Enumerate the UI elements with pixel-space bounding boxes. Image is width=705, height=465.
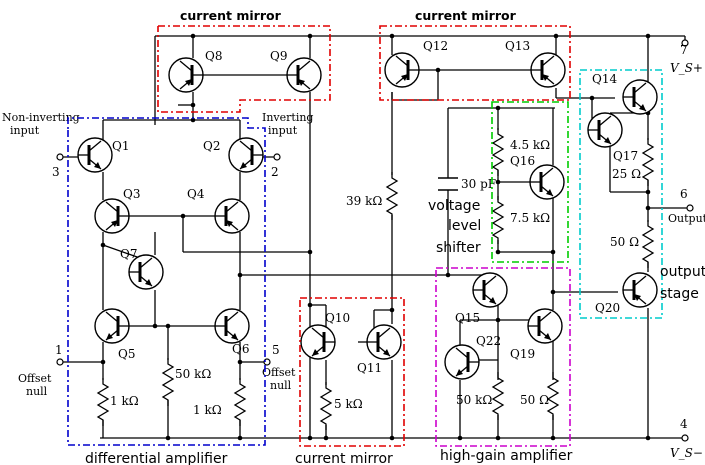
transistor-q15 [471, 271, 509, 309]
pin-2-number: 2 [271, 165, 279, 179]
high-gain-amplifier-label: high-gain amplifier [440, 448, 573, 464]
label-q13: Q13 [505, 39, 530, 53]
pin-3-number: 3 [52, 165, 60, 179]
functional-blocks: current mirror current mirror differenti… [67, 8, 705, 465]
transistor-q9 [285, 56, 323, 94]
label-q9: Q9 [270, 49, 287, 63]
transistor-q19 [526, 307, 564, 345]
label-r-50-hg: 50 Ω [520, 393, 549, 407]
label-r-39k: 39 kΩ [346, 194, 382, 208]
label-q5: Q5 [118, 347, 135, 361]
label-r-5k: 5 kΩ [334, 397, 363, 411]
transistor-labels: Q8 Q9 Q1 Q2 Q3 Q4 Q7 Q5 Q6 Q10 Q11 Q12 Q… [112, 39, 638, 375]
label-r-50k-hg: 50 kΩ [456, 393, 492, 407]
current-mirror-q12-q13-box [379, 25, 571, 101]
vs-plus-label: V_S+ [670, 61, 703, 75]
transistor-q12 [383, 51, 421, 89]
differential-amplifier-box [67, 117, 266, 446]
label-r-1k-left: 1 kΩ [110, 394, 139, 408]
transistor-q3 [93, 197, 131, 235]
inverting-input-label-2: input [268, 124, 298, 137]
transistor-q14 [621, 78, 659, 116]
pin-5-number: 5 [272, 343, 280, 357]
transistor-q16 [528, 163, 566, 201]
transistor-q8 [167, 56, 205, 94]
inverting-input-label: Inverting [262, 111, 313, 124]
pin-1-number: 1 [55, 343, 63, 357]
voltage-level-shifter-label-3: shifter [436, 240, 481, 256]
label-q7: Q7 [120, 247, 137, 261]
transistor-q11 [365, 323, 403, 361]
current-mirror-q10-q11-box [299, 297, 405, 447]
label-q22: Q22 [476, 334, 501, 348]
label-r-50-out: 50 Ω [610, 235, 639, 249]
circuit-wiring [62, 36, 688, 438]
component-values: 39 kΩ 4.5 kΩ 7.5 kΩ 25 Ω 50 Ω 50 kΩ 1 kΩ… [110, 138, 641, 417]
transistor-q20 [621, 271, 659, 309]
junction-dots [100, 33, 651, 441]
label-r-4-5k: 4.5 kΩ [510, 138, 550, 152]
transistor-q6 [213, 307, 251, 345]
offset-null-5-label: Offset [262, 366, 296, 379]
transistor-q22 [443, 343, 481, 381]
label-capacitor: 30 pF [461, 177, 496, 191]
current-mirror-top-right-label: current mirror [415, 8, 517, 23]
transistor-q13 [529, 51, 567, 89]
noninverting-input-label: Non-inverting [2, 111, 80, 124]
label-r-7-5k: 7.5 kΩ [510, 211, 550, 225]
label-q1: Q1 [112, 139, 129, 153]
current-mirror-bottom-label: current mirror [295, 451, 393, 465]
label-q2: Q2 [203, 139, 220, 153]
label-q16: Q16 [510, 154, 535, 168]
label-r-50k-mid: 50 kΩ [175, 367, 211, 381]
transistor-q5 [93, 307, 131, 345]
output-label: Output [668, 212, 705, 225]
label-q4: Q4 [187, 187, 205, 201]
transistor-q17 [586, 111, 624, 149]
label-q19: Q19 [510, 347, 535, 361]
output-stage-box [579, 69, 663, 319]
high-gain-amplifier-box [435, 267, 571, 447]
transistor-q1 [76, 136, 114, 174]
label-r-1k-right: 1 kΩ [193, 403, 222, 417]
pin-7-number: 7 [680, 43, 688, 57]
label-q17: Q17 [613, 149, 638, 163]
voltage-level-shifter-label-2: level [448, 218, 481, 234]
label-q10: Q10 [325, 311, 350, 325]
label-q8: Q8 [205, 49, 222, 63]
offset-null-1-label: Offset [18, 372, 52, 385]
current-mirror-top-left-label: current mirror [180, 8, 282, 23]
pins: Non-inverting input 3 Inverting input 2 … [2, 39, 705, 460]
compensation-capacitor [438, 177, 458, 191]
label-q12: Q12 [423, 39, 448, 53]
offset-null-5-label-2: null [270, 379, 292, 392]
label-q20: Q20 [595, 301, 620, 315]
label-q3: Q3 [123, 187, 140, 201]
vs-minus-label: V_S− [670, 446, 703, 460]
voltage-level-shifter-label-1: voltage [428, 198, 480, 214]
label-r-25: 25 Ω [612, 167, 641, 181]
label-q14: Q14 [592, 72, 617, 86]
voltage-level-shifter-box [491, 101, 569, 263]
transistor-q10 [299, 323, 337, 361]
output-stage-label-1: output [660, 264, 705, 280]
transistor-q4 [213, 197, 251, 235]
pin-4-number: 4 [680, 417, 688, 431]
label-q11: Q11 [357, 361, 382, 375]
output-stage-label-2: stage [660, 286, 699, 302]
offset-null-1-label-2: null [26, 385, 48, 398]
differential-amplifier-label: differential amplifier [85, 451, 228, 465]
label-q6: Q6 [232, 342, 249, 356]
noninverting-input-label-2: input [10, 124, 40, 137]
pin-6-number: 6 [680, 187, 688, 201]
label-q15: Q15 [455, 311, 480, 325]
current-mirror-q8-q9-box [157, 25, 331, 113]
transistor-q2 [227, 136, 265, 174]
